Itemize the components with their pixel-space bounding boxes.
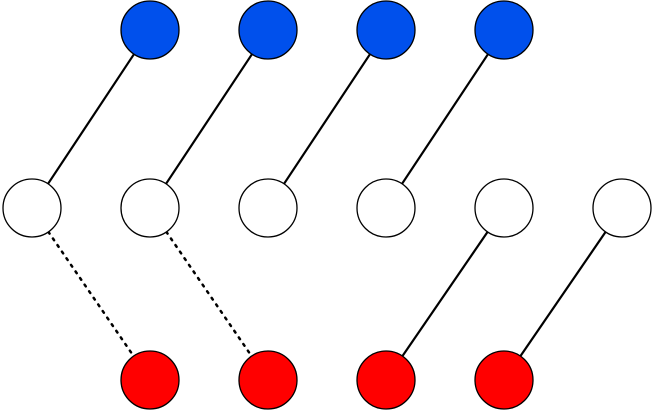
edge-t1-m1 bbox=[47, 53, 135, 185]
node-m3 bbox=[238, 178, 298, 238]
dotted-edge-m1-b1 bbox=[47, 230, 135, 358]
edge-m5-b3 bbox=[401, 231, 489, 357]
node-m1 bbox=[2, 178, 62, 238]
node-b3 bbox=[356, 350, 416, 410]
edge-m6-b4 bbox=[519, 231, 607, 357]
node-m5 bbox=[474, 178, 534, 238]
edge-t3-m3 bbox=[283, 53, 371, 185]
node-m2 bbox=[120, 178, 180, 238]
node-t2 bbox=[238, 0, 298, 60]
node-t1 bbox=[120, 0, 180, 60]
node-b2 bbox=[238, 350, 298, 410]
node-t3 bbox=[356, 0, 416, 60]
dotted-edge-m2-b2 bbox=[165, 230, 253, 358]
node-b1 bbox=[120, 350, 180, 410]
node-m6 bbox=[592, 178, 652, 238]
node-m4 bbox=[356, 178, 416, 238]
edge-t2-m2 bbox=[165, 53, 253, 185]
node-t4 bbox=[474, 0, 534, 60]
node-b4 bbox=[474, 350, 534, 410]
edge-t4-m4 bbox=[401, 53, 489, 185]
